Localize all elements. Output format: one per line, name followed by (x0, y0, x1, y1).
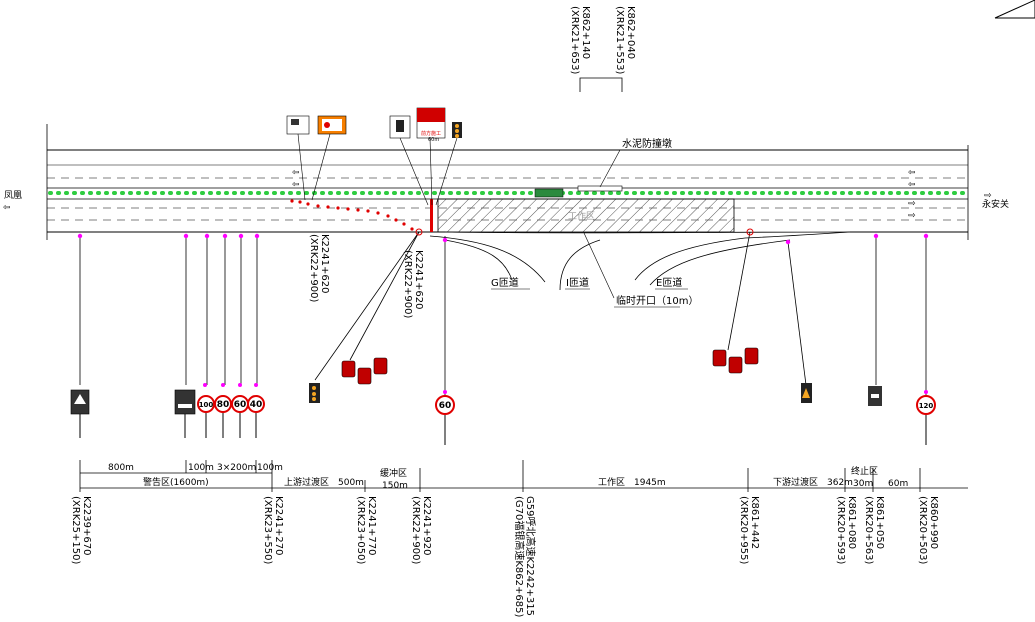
svg-text:K860+990: K860+990 (928, 496, 939, 549)
barrier-label: 水泥防撞墩 (622, 137, 672, 150)
svg-text:30m: 30m (853, 479, 873, 489)
svg-text:上游过渡区 500m: 上游过渡区 500m (284, 476, 364, 488)
svg-text:(XRK20+503): (XRK20+503) (917, 496, 928, 564)
svg-text:(XRK23+050): (XRK23+050) (355, 496, 366, 564)
svg-text:(XRK20+593): (XRK20+593) (835, 496, 846, 564)
svg-text:(XRK20+955): (XRK20+955) (738, 496, 749, 564)
svg-text:800m: 800m (108, 463, 134, 473)
barrels-left (341, 357, 388, 385)
svg-text:(XRK25+150): (XRK25+150) (70, 496, 81, 564)
svg-text:K2241+920: K2241+920 (421, 496, 432, 555)
svg-text:K2239+670: K2239+670 (81, 496, 92, 555)
bottom-chainage: K2239+670 (XRK25+150) K2241+270 (XRK23+5… (70, 496, 939, 617)
sign-leader-lines (297, 133, 458, 206)
sign-posts (79, 231, 927, 395)
svg-text:120: 120 (919, 402, 934, 410)
zone-labels: 800m 100m 3×200m 100m 警告区(1600m) 上游过渡区 5… (108, 463, 908, 491)
svg-text:⇨: ⇨ (908, 199, 916, 209)
red-barrier (430, 199, 433, 232)
top-label-xrk21-653: (XRK21+653) (569, 6, 580, 74)
mid-chainage: K2241+620 (XRK22+900) K2241+620 (XRK22+9… (308, 234, 424, 318)
red-markers (415, 228, 754, 236)
ramp-e-label: E匝道 (656, 276, 682, 289)
svg-text:⇦: ⇦ (908, 180, 916, 190)
work-zone-hatch (437, 198, 735, 233)
svg-text:缓冲区: 缓冲区 (380, 467, 407, 479)
svg-text:60m: 60m (888, 479, 908, 489)
top-chainage: K862+140 (XRK21+653) K862+040 (XRK21+553… (569, 6, 636, 74)
svg-text:下游过渡区 362m: 下游过渡区 362m (773, 476, 853, 488)
svg-text:⇦: ⇦ (292, 180, 300, 190)
cement-barrier-symbol (577, 185, 623, 192)
top-signs: 前方施工 60m (286, 107, 462, 143)
magenta-markers (77, 233, 929, 394)
ramp-i-label: I匝道 (566, 276, 589, 289)
svg-text:(XRK23+550): (XRK23+550) (262, 496, 273, 564)
svg-text:⇦: ⇦ (292, 168, 300, 178)
svg-text:K861+050: K861+050 (874, 496, 885, 549)
ramp-labels: G匝道 I匝道 E匝道 临时开口（10m） (491, 276, 698, 307)
svg-text:K2241+770: K2241+770 (366, 496, 377, 555)
svg-text:3×200m: 3×200m (217, 463, 256, 473)
svg-text:K861+080: K861+080 (846, 496, 857, 549)
svg-text:⇦: ⇦ (908, 168, 916, 178)
corner-mark (994, 0, 1035, 19)
ramp-g-label: G匝道 (491, 276, 519, 289)
svg-text:工作区 1945m: 工作区 1945m (598, 476, 666, 488)
lane-arrows: ⇦ ⇦ ⇦ ⇦ ⇨ ⇨ (292, 168, 916, 221)
zone-bar (79, 460, 968, 492)
svg-text:前方施工: 前方施工 (421, 130, 441, 137)
median-opening-block (534, 188, 564, 198)
svg-text:100: 100 (199, 401, 214, 409)
dir-right-arrow: ⇨ (984, 191, 992, 201)
svg-text:60m: 60m (428, 137, 439, 143)
svg-text:(XRK22+900): (XRK22+900) (402, 250, 413, 318)
top-bracket (579, 77, 623, 92)
top-label-k862-040: K862+040 (625, 6, 636, 59)
svg-text:(XRK20+563): (XRK20+563) (863, 496, 874, 564)
svg-text:G59呼北高速K2242+315: G59呼北高速K2242+315 (524, 496, 537, 616)
lower-signs (70, 383, 927, 445)
temp-opening-label: 临时开口（10m） (616, 294, 698, 307)
top-label-k862-140: K862+140 (580, 6, 591, 59)
svg-text:K2241+270: K2241+270 (273, 496, 284, 555)
svg-text:60: 60 (439, 401, 452, 411)
svg-text:K861+442: K861+442 (749, 496, 760, 549)
barrels-right (712, 347, 759, 374)
top-label-xrk21-553: (XRK21+553) (614, 6, 625, 74)
svg-text:80: 80 (217, 400, 230, 410)
svg-text:150m: 150m (382, 481, 408, 491)
svg-text:100m: 100m (257, 463, 283, 473)
svg-text:(XRK22+900): (XRK22+900) (410, 496, 421, 564)
svg-text:终止区: 终止区 (851, 465, 878, 477)
svg-text:K2241+620: K2241+620 (413, 250, 424, 309)
svg-text:40: 40 (250, 400, 263, 410)
svg-text:60: 60 (234, 400, 247, 410)
svg-text:⇨: ⇨ (908, 211, 916, 221)
speed-limit-signs: 100 80 60 40 60 120 (197, 395, 936, 415)
svg-text:(XRK22+900): (XRK22+900) (308, 234, 319, 302)
work-zone-label: 工作区 (568, 210, 595, 222)
red-taper (290, 199, 414, 231)
dir-left: 凤凰 (4, 190, 22, 201)
svg-text:K2241+620: K2241+620 (319, 234, 330, 293)
svg-text:(G70福银高速K862+685): (G70福银高速K862+685) (513, 496, 526, 617)
svg-text:100m: 100m (188, 463, 214, 473)
dir-right: 永安关 (982, 198, 1009, 210)
svg-text:警告区(1600m): 警告区(1600m) (143, 476, 209, 488)
dir-left-arrow: ⇦ (3, 203, 11, 213)
